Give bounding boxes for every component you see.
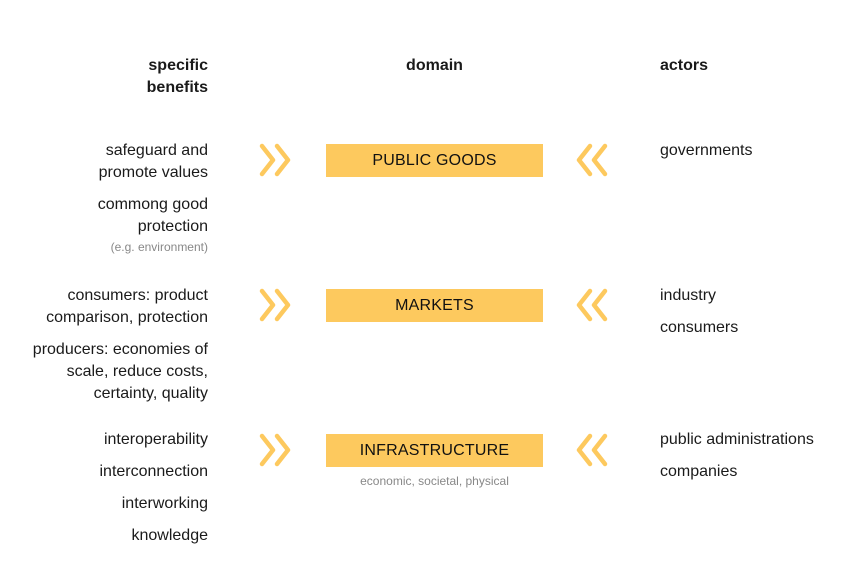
double-chevron-right-icon xyxy=(259,288,291,322)
actors-infrastructure: public administrations companies xyxy=(660,429,814,493)
domain-box-markets: MARKETS xyxy=(326,289,543,322)
domain-box-public-goods: PUBLIC GOODS xyxy=(326,144,543,177)
benefits-infrastructure: interoperability interconnection interwo… xyxy=(0,429,208,557)
benefit-item: interworking xyxy=(121,495,208,512)
benefit-line: consumers: product xyxy=(67,287,208,304)
benefit-line: scale, reduce costs, xyxy=(66,363,208,380)
header-actors: actors xyxy=(660,57,709,74)
domain-box-infrastructure: INFRASTRUCTURE xyxy=(326,434,543,467)
actor-item: public administrations xyxy=(660,431,814,448)
actor-item: consumers xyxy=(660,319,739,336)
double-chevron-left-icon xyxy=(576,433,608,467)
actor-item: governments xyxy=(660,142,753,159)
header-domain: domain xyxy=(406,57,463,74)
benefit-line: certainty, quality xyxy=(93,385,208,402)
benefit-line: commong good xyxy=(97,196,208,213)
header-specific-benefits: specific benefits xyxy=(58,55,208,99)
benefit-item: interconnection xyxy=(99,463,208,480)
benefits-public-goods: safeguard and promote values commong goo… xyxy=(0,140,208,256)
benefit-item: knowledge xyxy=(131,527,209,544)
double-chevron-left-icon xyxy=(576,143,608,177)
header-benefits-line1: specific xyxy=(148,57,208,74)
double-chevron-right-icon xyxy=(259,143,291,177)
header-benefits-line2: benefits xyxy=(146,79,208,96)
benefit-line: safeguard and xyxy=(105,142,208,159)
actor-item: companies xyxy=(660,463,738,480)
double-chevron-right-icon xyxy=(259,433,291,467)
benefit-line: promote values xyxy=(98,164,208,181)
benefit-item: safeguard and promote values xyxy=(0,140,208,184)
actors-markets: industry consumers xyxy=(660,285,738,349)
domain-note-infrastructure: economic, societal, physical xyxy=(360,474,509,488)
actor-item: industry xyxy=(660,287,717,304)
benefit-line: producers: economies of xyxy=(32,341,208,358)
benefit-item: producers: economies of scale, reduce co… xyxy=(0,339,208,405)
benefit-note: (e.g. environment) xyxy=(110,240,208,254)
actors-public-goods: governments xyxy=(660,140,753,172)
benefit-item: interoperability xyxy=(103,431,208,448)
benefits-markets: consumers: product comparison, protectio… xyxy=(0,285,208,405)
benefit-item: consumers: product comparison, protectio… xyxy=(0,285,208,329)
benefit-item: commong good protection (e.g. environmen… xyxy=(0,194,208,256)
benefit-line: protection xyxy=(137,218,208,235)
benefit-line: comparison, protection xyxy=(46,309,208,326)
double-chevron-left-icon xyxy=(576,288,608,322)
